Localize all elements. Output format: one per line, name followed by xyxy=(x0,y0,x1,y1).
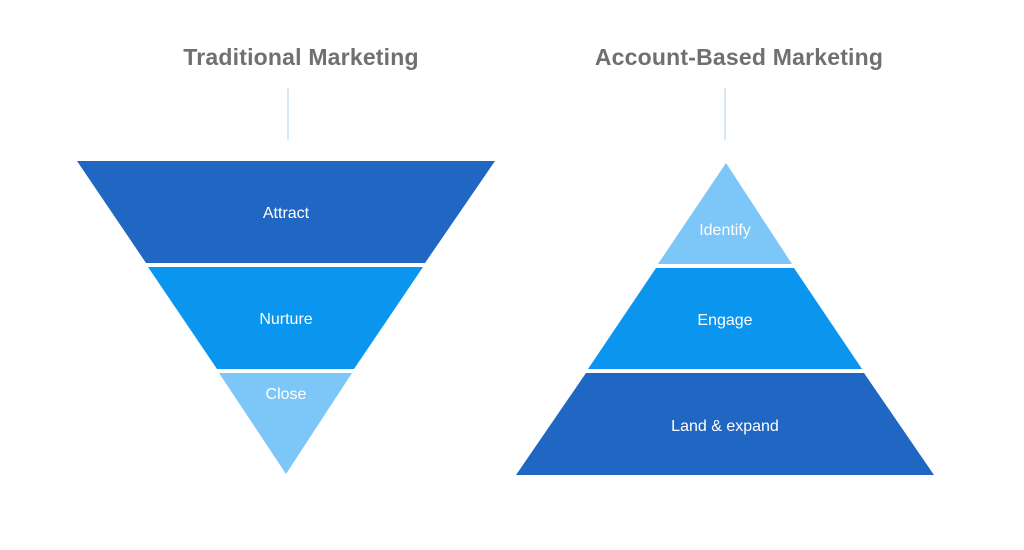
traditional-funnel: Attract Nurture Close xyxy=(77,161,495,474)
pyramid-segment-engage xyxy=(588,268,862,369)
pyramid-label-identify: Identify xyxy=(699,222,751,239)
funnel-label-nurture: Nurture xyxy=(259,311,312,328)
pyramid-segment-identify xyxy=(658,163,792,264)
funnel-segment-attract xyxy=(77,161,495,263)
funnel-label-close: Close xyxy=(266,386,307,403)
pyramid-segment-land-expand xyxy=(516,373,934,475)
abm-pyramid: Identify Engage Land & expand xyxy=(516,163,934,475)
pyramid-label-engage: Engage xyxy=(697,312,752,329)
funnel-segment-nurture xyxy=(148,267,423,369)
traditional-marketing-title: Traditional Marketing xyxy=(183,44,419,70)
pyramid-label-land-expand: Land & expand xyxy=(671,418,779,435)
account-based-marketing-title: Account-Based Marketing xyxy=(594,44,884,70)
funnel-segment-close xyxy=(219,373,352,474)
funnel-label-attract: Attract xyxy=(263,205,310,222)
